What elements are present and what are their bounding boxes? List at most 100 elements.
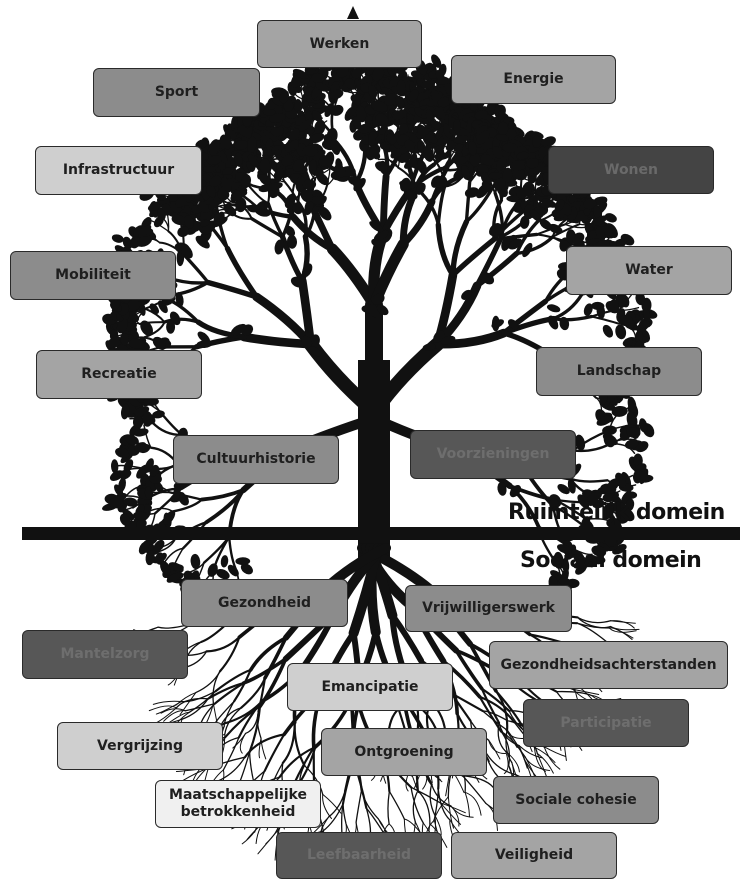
leaf: [596, 303, 606, 319]
root: [494, 689, 509, 731]
leaf: [618, 315, 633, 326]
leaf: [115, 447, 130, 458]
leaf: [302, 145, 318, 157]
root: [576, 622, 607, 643]
root: [240, 676, 267, 709]
root: [543, 746, 566, 757]
branch: [377, 158, 399, 169]
branch: [214, 203, 230, 251]
leaf: [329, 89, 344, 100]
root: [518, 745, 543, 759]
leaf: [227, 564, 239, 577]
root: [175, 692, 197, 706]
root: [389, 612, 406, 671]
branch: [143, 424, 152, 449]
leaf: [476, 130, 490, 145]
root: [214, 668, 252, 693]
leaf: [223, 204, 237, 217]
root: [281, 721, 296, 765]
leaf: [166, 320, 176, 334]
leaf: [516, 151, 530, 160]
leaf: [184, 215, 194, 229]
leaf: [508, 238, 523, 250]
leaf: [208, 195, 221, 210]
leaf: [240, 563, 253, 575]
root: [263, 635, 288, 680]
leaf: [373, 229, 389, 241]
leaf: [434, 106, 447, 120]
leaf: [491, 319, 504, 329]
leaf: [420, 79, 436, 89]
leaf: [542, 136, 556, 147]
root: [503, 750, 509, 775]
root: [447, 796, 455, 829]
leaf: [314, 119, 326, 135]
leaf: [308, 133, 325, 144]
branch: [514, 218, 541, 256]
root: [464, 791, 482, 816]
root: [232, 732, 247, 749]
leaf: [369, 144, 381, 158]
leaf: [157, 207, 166, 221]
branch: [299, 233, 310, 284]
leaf: [371, 67, 385, 82]
root: [322, 803, 344, 832]
leaf: [207, 563, 218, 577]
leaf: [190, 553, 201, 570]
leaf: [206, 185, 217, 198]
leaf: [529, 209, 542, 222]
leaf: [608, 299, 619, 312]
branch: [143, 321, 166, 339]
leaf: [577, 494, 590, 509]
leaf: [144, 486, 153, 500]
leaf: [124, 434, 139, 445]
leaf: [234, 152, 243, 167]
leaf: [160, 560, 171, 576]
leaf: [368, 85, 378, 99]
leaf: [237, 125, 252, 139]
root: [536, 752, 554, 774]
leaf: [171, 214, 187, 226]
leaf: [318, 206, 332, 221]
leaf: [279, 90, 290, 104]
leaf: [235, 557, 251, 566]
root: [482, 710, 509, 722]
root: [215, 700, 235, 724]
leaf: [497, 121, 509, 136]
branch: [224, 245, 260, 300]
leaf: [212, 216, 228, 227]
branch: [552, 293, 584, 321]
leaf: [604, 213, 617, 223]
leaf: [142, 411, 153, 427]
leaf: [469, 152, 481, 167]
root: [450, 692, 484, 713]
root: [410, 786, 424, 824]
leaf: [136, 234, 153, 247]
root: [248, 635, 288, 672]
leaf: [593, 215, 608, 226]
leaf: [422, 343, 436, 351]
leaf: [216, 568, 230, 580]
branch: [450, 236, 497, 278]
leaf: [398, 123, 409, 136]
root: [175, 697, 209, 709]
leaf: [491, 146, 504, 159]
leaf: [453, 119, 461, 134]
root: [504, 728, 518, 748]
leaf: [368, 131, 379, 149]
root: [181, 698, 209, 720]
leaf: [110, 459, 119, 474]
leaf: [122, 509, 135, 521]
root: [163, 710, 186, 722]
label-landschap: Landschap: [536, 347, 702, 396]
leaf: [480, 272, 495, 285]
root: [576, 616, 612, 624]
leaf: [375, 113, 389, 126]
branch: [552, 314, 594, 322]
root: [322, 793, 333, 820]
label-gezondheidsachterstanden: Gezondheidsachterstanden: [489, 641, 728, 689]
branch: [195, 319, 247, 340]
leaf: [126, 298, 142, 312]
root: [461, 775, 494, 788]
root: [258, 737, 262, 759]
